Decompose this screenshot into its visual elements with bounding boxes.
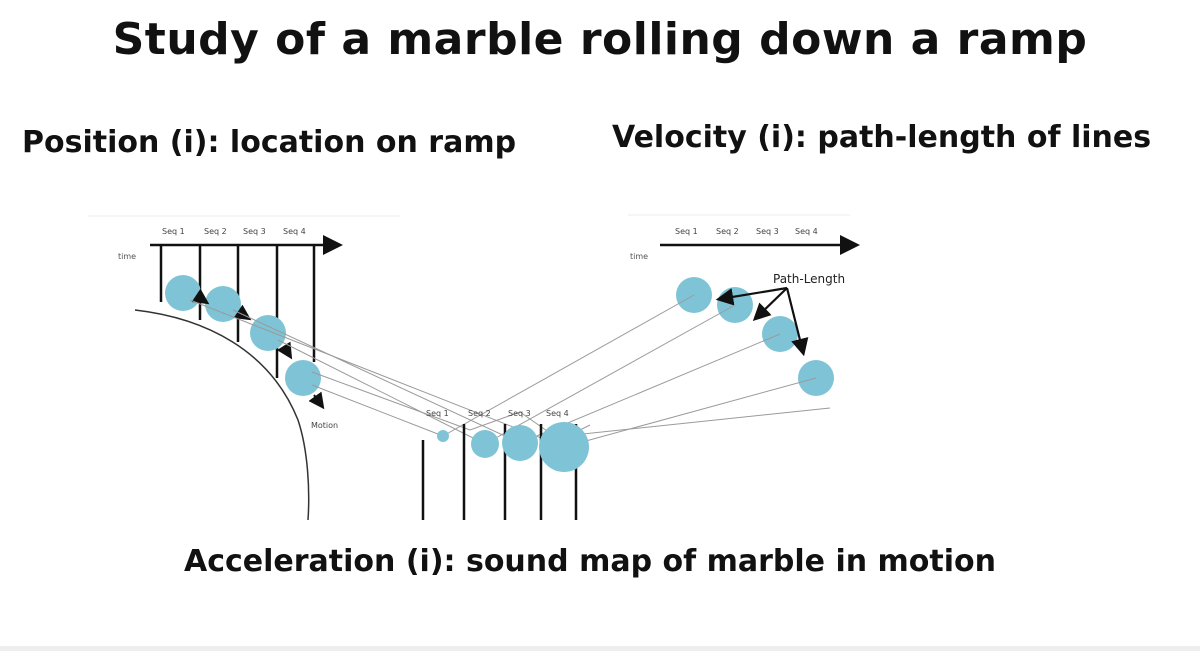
- motion-arrow: [191, 288, 210, 305]
- seq-label: Seq 2: [468, 409, 491, 418]
- marble: [539, 422, 589, 472]
- seq-label: Seq 1: [675, 227, 698, 236]
- position-heading: Position (i): location on ramp: [22, 125, 517, 160]
- marble: [502, 425, 538, 461]
- seq-label: Seq 2: [716, 227, 739, 236]
- ramp-curve: [134, 309, 310, 521]
- motion-arrow: [308, 391, 325, 410]
- path-length-label: Path-Length: [773, 272, 845, 286]
- seq-label: Seq 4: [283, 227, 306, 236]
- motion-arrow: [276, 341, 293, 360]
- path-length-arrow: [752, 287, 788, 322]
- time-axis-label: time: [630, 252, 648, 261]
- seq-label: Seq 3: [756, 227, 779, 236]
- marble: [437, 430, 449, 442]
- acceleration-panel: Seq 1 Seq 2 Seq 3 Seq 4: [421, 409, 589, 520]
- marble: [285, 360, 321, 396]
- seq-label: Seq 2: [204, 227, 227, 236]
- path-length-arrow: [785, 287, 809, 357]
- bottom-rule: [0, 646, 1200, 651]
- seq-label: Seq 3: [508, 409, 531, 418]
- marble: [165, 275, 201, 311]
- seq-label: Seq 4: [795, 227, 818, 236]
- diagram-title: Study of a marble rolling down a ramp: [112, 14, 1088, 65]
- path-length-arrow: [715, 286, 788, 306]
- marble: [205, 286, 241, 322]
- marble: [471, 430, 499, 458]
- seq-label: Seq 4: [546, 409, 569, 418]
- seq-label: Seq 1: [162, 227, 185, 236]
- seq-label: Seq 1: [426, 409, 449, 418]
- velocity-heading: Velocity (i): path-length of lines: [612, 120, 1152, 155]
- seq-label: Seq 3: [243, 227, 266, 236]
- motion-label: Motion: [311, 421, 338, 430]
- guide-lines: [189, 294, 831, 448]
- acceleration-heading: Acceleration (i): sound map of marble in…: [183, 544, 996, 579]
- time-axis-label: time: [118, 252, 136, 261]
- position-panel: time Seq 1 Seq 2 Seq 3 Seq 4 Motion: [118, 227, 343, 521]
